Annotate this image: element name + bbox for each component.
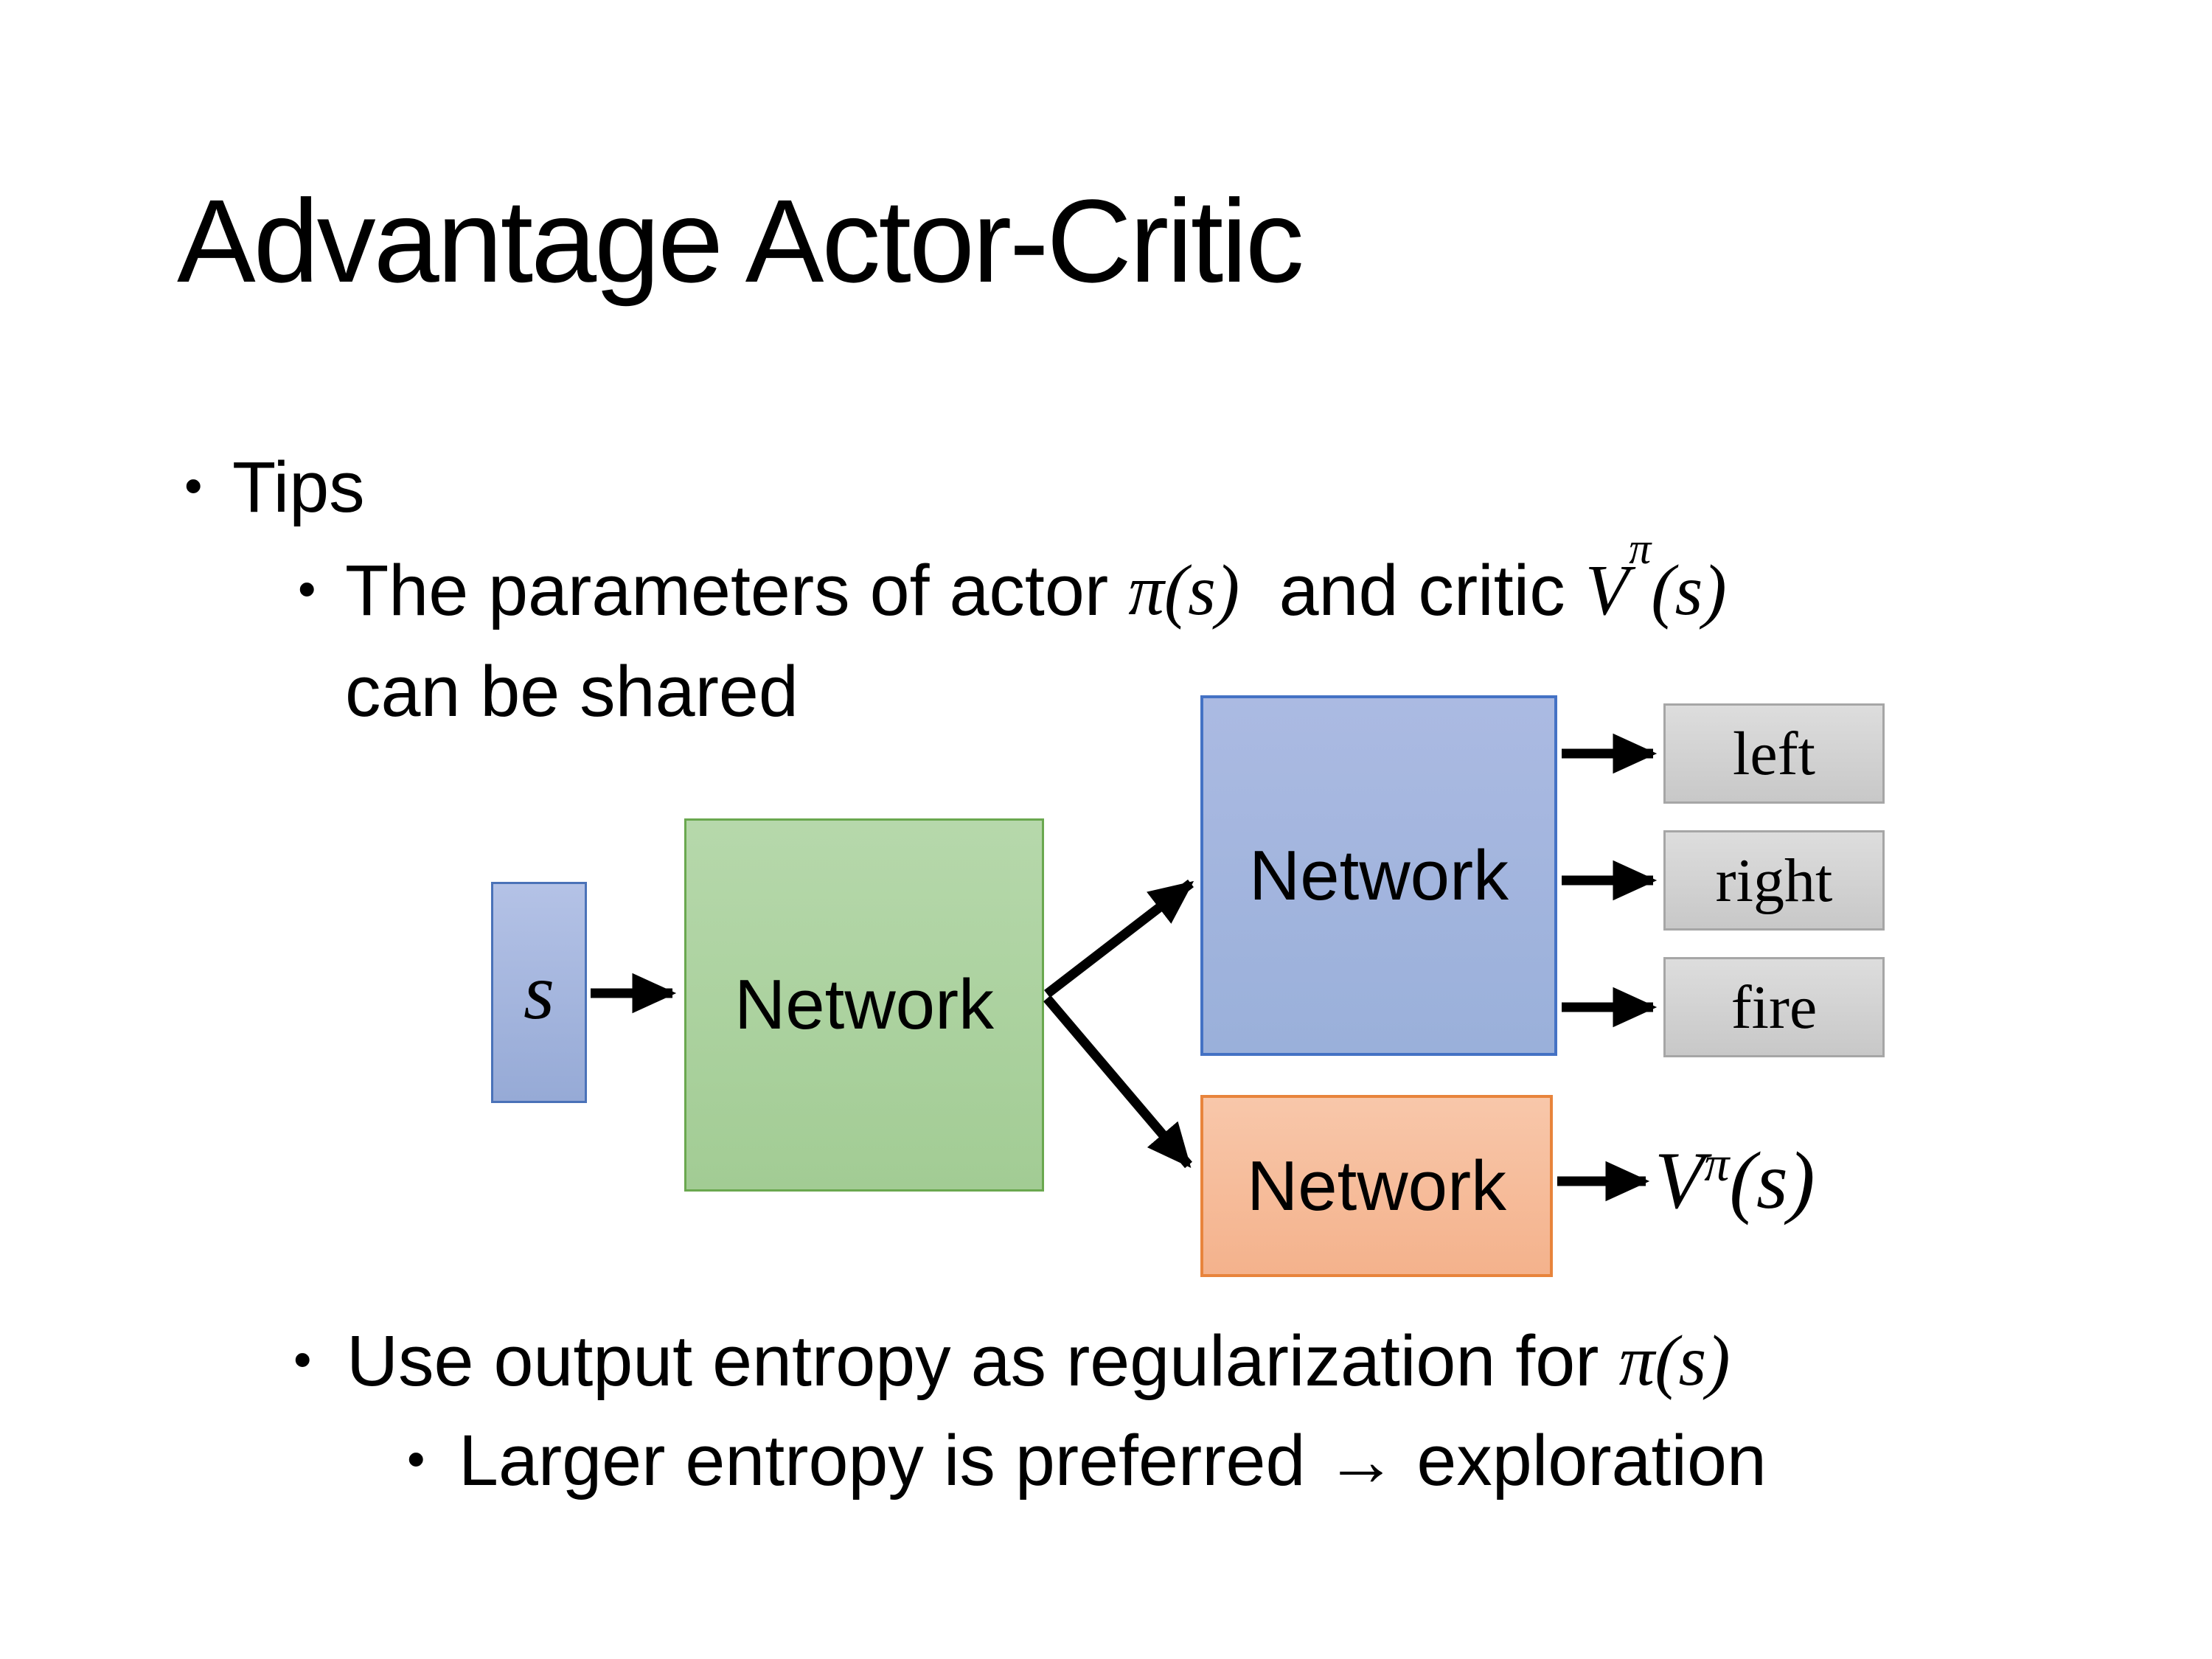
slide-title: Advantage Actor-Critic <box>177 175 1304 307</box>
actor-network-label: Network <box>1248 835 1509 915</box>
shared-network-label: Network <box>734 965 995 1044</box>
action-box-fire: fire <box>1663 957 1885 1057</box>
shared-params-line2: can be shared <box>345 651 799 731</box>
critic-network-label: Network <box>1246 1146 1507 1225</box>
critic-value-math-sup: π <box>1629 524 1652 574</box>
bullet-line-entropy: • Use output entropy as regularization f… <box>293 1316 1731 1405</box>
tips-text: Tips <box>232 447 365 527</box>
bullet-dot: • <box>407 1430 425 1488</box>
entropy-text: Use output entropy as regularization for <box>347 1321 1599 1401</box>
action-right-label: right <box>1715 846 1833 915</box>
shared-params-text-2: and critic <box>1279 550 1565 630</box>
state-input-box: s <box>491 882 587 1103</box>
actor-network-box: Network <box>1200 695 1557 1056</box>
bullet-dot: • <box>184 456 203 515</box>
actor-policy-math: π(s) <box>1128 551 1240 630</box>
arrow-shared-to-critic-network <box>1043 995 1192 1169</box>
bullet-dot: • <box>298 560 316 618</box>
critic-output-label: Vπ(s) <box>1655 1134 1815 1228</box>
critic-network-box: Network <box>1200 1095 1553 1277</box>
bullet-line-shared-params: • The parameters of actor π(s) and criti… <box>298 524 1727 635</box>
action-box-right: right <box>1663 830 1885 931</box>
value-args: (s) <box>1729 1135 1815 1225</box>
entropy-math: π(s) <box>1618 1321 1731 1400</box>
value-base: V <box>1655 1135 1705 1225</box>
bullet-line-exploration: • Larger entropy is preferred → explorat… <box>407 1416 1767 1505</box>
action-left-label: left <box>1733 719 1815 788</box>
exploration-text: Larger entropy is preferred → exploratio… <box>459 1420 1767 1500</box>
shared-params-text-1: The parameters of actor <box>345 550 1109 630</box>
action-box-left: left <box>1663 703 1885 804</box>
bullet-line-tips: • Tips <box>184 442 365 532</box>
action-fire-label: fire <box>1731 973 1818 1042</box>
critic-value-math-base: V <box>1585 551 1630 630</box>
bullet-dot: • <box>293 1330 312 1388</box>
bullet-line-shared-params-2: can be shared <box>345 647 799 736</box>
arrow-shared-to-actor-network <box>1044 879 1194 998</box>
value-sup: π <box>1704 1135 1730 1192</box>
shared-network-box: Network <box>684 818 1044 1192</box>
state-label: s <box>523 948 555 1036</box>
critic-value-math-args: (s) <box>1651 551 1727 630</box>
